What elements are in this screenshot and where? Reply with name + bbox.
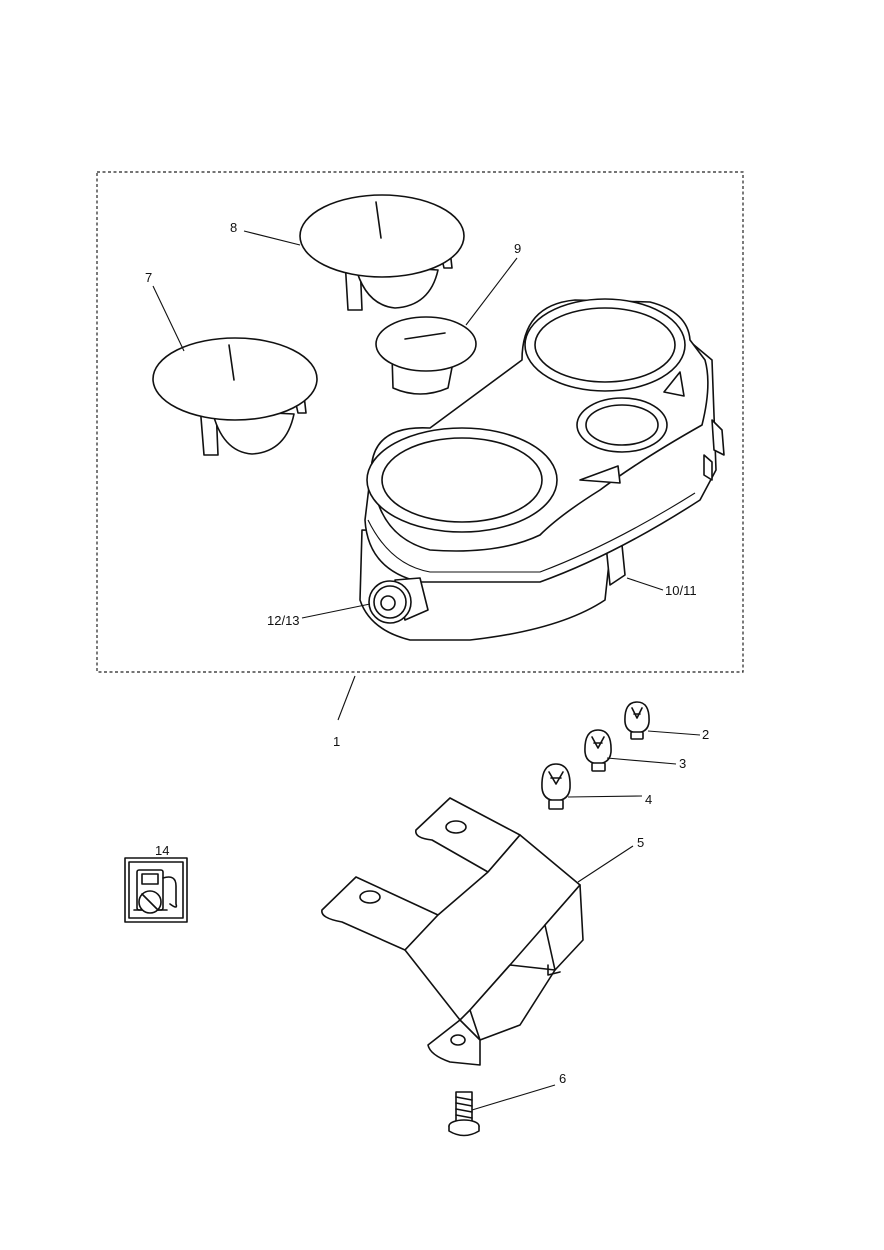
bulb-4 [541, 763, 571, 810]
cap-large-left [152, 337, 318, 456]
indicator-triangle-left [579, 465, 621, 484]
callout-7: 7 [145, 270, 152, 285]
assembly-boundary-box [96, 171, 744, 673]
callout-6: 6 [559, 1071, 566, 1086]
indicator-triangle-right [663, 371, 685, 397]
callout-9: 9 [514, 241, 521, 256]
cap-large-top [299, 194, 465, 311]
callout-2: 2 [702, 727, 709, 742]
callout-8: 8 [230, 220, 237, 235]
cap-small [375, 316, 477, 395]
callout-10-11: 10/11 [665, 583, 697, 598]
callout-3: 3 [679, 756, 686, 771]
fuel-nozzle-icon [162, 876, 178, 908]
bulb-3 [584, 729, 612, 772]
callout-12-13: 12/13 [267, 613, 300, 628]
fuel-warning-label [124, 857, 188, 923]
callout-1: 1 [333, 734, 340, 749]
leader-lines [152, 230, 701, 1111]
callout-5: 5 [637, 835, 644, 850]
callout-14: 14 [155, 843, 169, 858]
mounting-bracket [321, 797, 584, 1066]
screw [448, 1091, 480, 1137]
callout-4: 4 [645, 792, 652, 807]
trip-reset-knob [368, 577, 429, 624]
instrument-housing [359, 298, 725, 641]
bulb-2 [624, 701, 650, 740]
